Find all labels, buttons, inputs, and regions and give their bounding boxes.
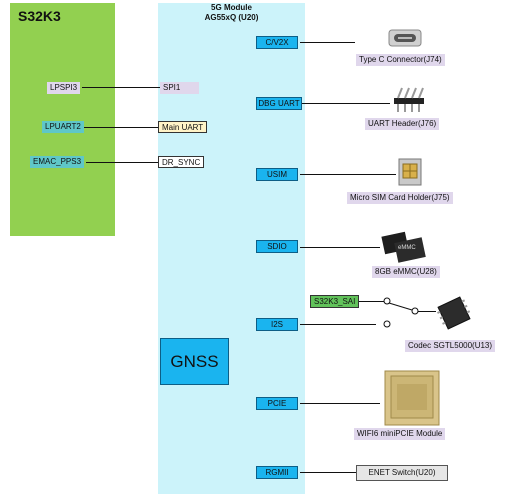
s32k3-pin-emac-pps3: EMAC_PPS3	[30, 156, 85, 168]
codec-chip-icon	[437, 296, 471, 330]
module-port-pcie: PCIE	[256, 397, 298, 410]
dbg-uart-line	[300, 103, 390, 104]
codec-label: Codec SGTL5000(U13)	[405, 340, 496, 352]
uart-header-label: UART Header(J76)	[365, 118, 440, 130]
module-port-main-uart: Main UART	[158, 121, 208, 133]
sim-card-holder-icon	[398, 158, 422, 186]
module-port-usim: USIM	[256, 168, 298, 181]
cv2x-line	[300, 42, 355, 43]
spi-connection-line	[82, 87, 162, 88]
emmc-label: 8GB eMMC(U28)	[372, 266, 440, 278]
pcie-line	[300, 403, 380, 404]
s32k3-title: S32K3	[18, 8, 61, 24]
module-port-i2s: I2S	[256, 318, 298, 331]
emmc-chip-icon	[381, 231, 426, 263]
5g-module-title: 5G Module AG55xQ (U20)	[158, 3, 305, 23]
module-port-dbg-uart: DBG UART	[256, 97, 302, 110]
module-port-dr-sync: DR_SYNC	[158, 156, 205, 168]
module-port-cv2x: C/V2X	[256, 36, 298, 49]
uart-header-icon	[394, 87, 424, 112]
module-port-rgmii: RGMII	[256, 466, 298, 479]
emmc-chip-text: eMMC	[398, 245, 416, 251]
wifi6-module-icon	[384, 370, 440, 426]
sai-line	[358, 301, 385, 302]
sdio-line	[300, 247, 380, 248]
gnss-block: GNSS	[160, 338, 229, 385]
s32k3-pin-lpspi3: LPSPI3	[47, 82, 81, 94]
uart-connection-line	[84, 127, 159, 128]
codec-line	[416, 311, 436, 312]
s32k3-pin-lpuart2: LPUART2	[42, 121, 84, 133]
usim-line	[300, 174, 396, 175]
enet-switch-block: ENET Switch(U20)	[356, 465, 448, 481]
audio-switch-symbol	[383, 297, 419, 328]
type-c-connector-icon	[388, 29, 422, 47]
wifi6-label: WIFI6 miniPCIE Module	[354, 428, 446, 440]
type-c-label: Type C Connector(J74)	[356, 54, 445, 66]
s32k3-sai-label: S32K3_SAI	[310, 295, 360, 308]
5g-module-title-line2: AG55xQ (U20)	[204, 13, 259, 22]
module-port-sdio: SDIO	[256, 240, 298, 253]
module-port-spi1: SPI1	[160, 82, 199, 94]
sim-card-holder-label: Micro SIM Card Holder(J75)	[347, 192, 453, 204]
5g-module-title-line1: 5G Module	[211, 3, 252, 12]
rgmii-line	[300, 472, 356, 473]
i2s-line	[300, 324, 376, 325]
s32k3-block	[10, 3, 115, 236]
sync-connection-line	[86, 162, 159, 163]
